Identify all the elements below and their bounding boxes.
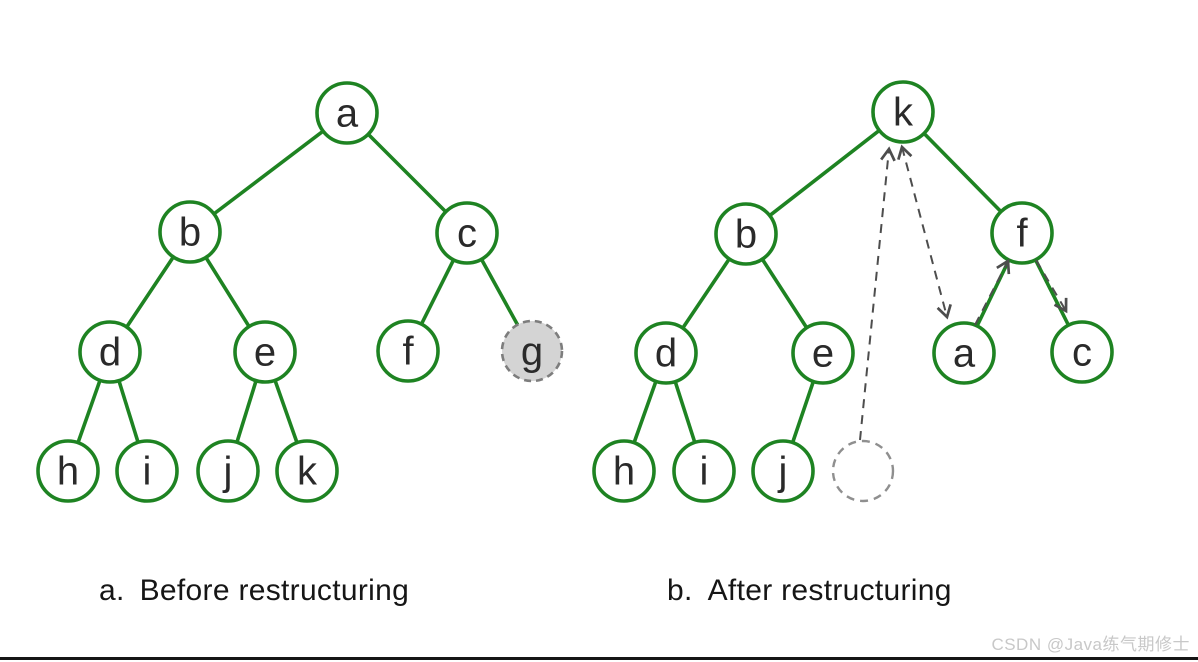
node-after-k — [871, 80, 935, 144]
caption-before: a. Before restructuring — [99, 574, 409, 608]
node-label-before-j: j — [223, 450, 233, 494]
move-arrow-k-to-a — [897, 144, 952, 320]
watermark: CSDN @Java练气期修士 — [991, 635, 1190, 654]
caption-after: b. After restructuring — [667, 574, 952, 608]
bottom-border-line — [0, 657, 1198, 660]
node-after-e — [791, 321, 855, 385]
node-after-h — [592, 439, 656, 503]
move-arrow-vacant-leaf-to-k — [859, 146, 896, 441]
move-arrow-f-to-c — [1035, 259, 1068, 314]
node-label-before-f: f — [402, 330, 414, 374]
edge-before-a-b — [188, 111, 349, 234]
node-label-before-d: d — [99, 331, 121, 375]
node-before-g — [500, 319, 564, 383]
caption-after-prefix: b. — [667, 574, 693, 607]
node-label-before-g: g — [521, 330, 543, 374]
node-after-i — [672, 439, 736, 503]
node-before-f — [376, 319, 440, 383]
node-before-i — [115, 439, 179, 503]
edge-after-k-b — [744, 110, 905, 236]
node-label-after-c: c — [1072, 331, 1092, 375]
node-label-after-h: h — [613, 450, 635, 494]
node-label-before-b: b — [179, 211, 201, 255]
node-label-before-a: a — [336, 92, 359, 136]
node-before-a — [315, 81, 379, 145]
node-before-d — [78, 320, 142, 384]
node-before-b — [158, 200, 222, 264]
node-label-after-f: f — [1016, 212, 1028, 256]
caption-before-prefix: a. — [99, 574, 125, 607]
node-after-c — [1050, 320, 1114, 384]
node-label-before-i: i — [143, 450, 152, 494]
node-label-after-a: a — [953, 332, 976, 376]
node-label-after-j: j — [778, 450, 788, 494]
node-before-k — [275, 439, 339, 503]
node-label-before-h: h — [57, 450, 79, 494]
tree-nodes-layer: a b c d e f g h i j k k b f d e a c h i j — [36, 80, 1114, 503]
node-label-after-e: e — [812, 332, 834, 376]
node-after-f — [990, 201, 1054, 265]
node-label-before-e: e — [254, 331, 276, 375]
node-label-after-b: b — [735, 213, 757, 257]
node-after-a — [932, 321, 996, 385]
node-before-e — [233, 320, 297, 384]
node-label-after-k: k — [893, 91, 914, 135]
node-after-d — [634, 321, 698, 385]
node-after-vacant — [831, 439, 895, 503]
node-before-c — [435, 201, 499, 265]
node-label-before-c: c — [457, 212, 477, 256]
node-label-after-i: i — [700, 450, 709, 494]
node-label-after-d: d — [655, 332, 677, 376]
node-after-b — [714, 202, 778, 266]
node-before-h — [36, 439, 100, 503]
tree-edges-layer — [66, 110, 1084, 472]
caption-after-text: After restructuring — [707, 574, 952, 607]
move-arrow-a-to-f — [974, 258, 1011, 326]
move-arrows-layer — [859, 144, 1068, 441]
caption-before-text: Before restructuring — [139, 574, 410, 607]
node-label-before-k: k — [297, 450, 318, 494]
node-before-j — [196, 439, 260, 503]
node-after-j — [751, 439, 815, 503]
